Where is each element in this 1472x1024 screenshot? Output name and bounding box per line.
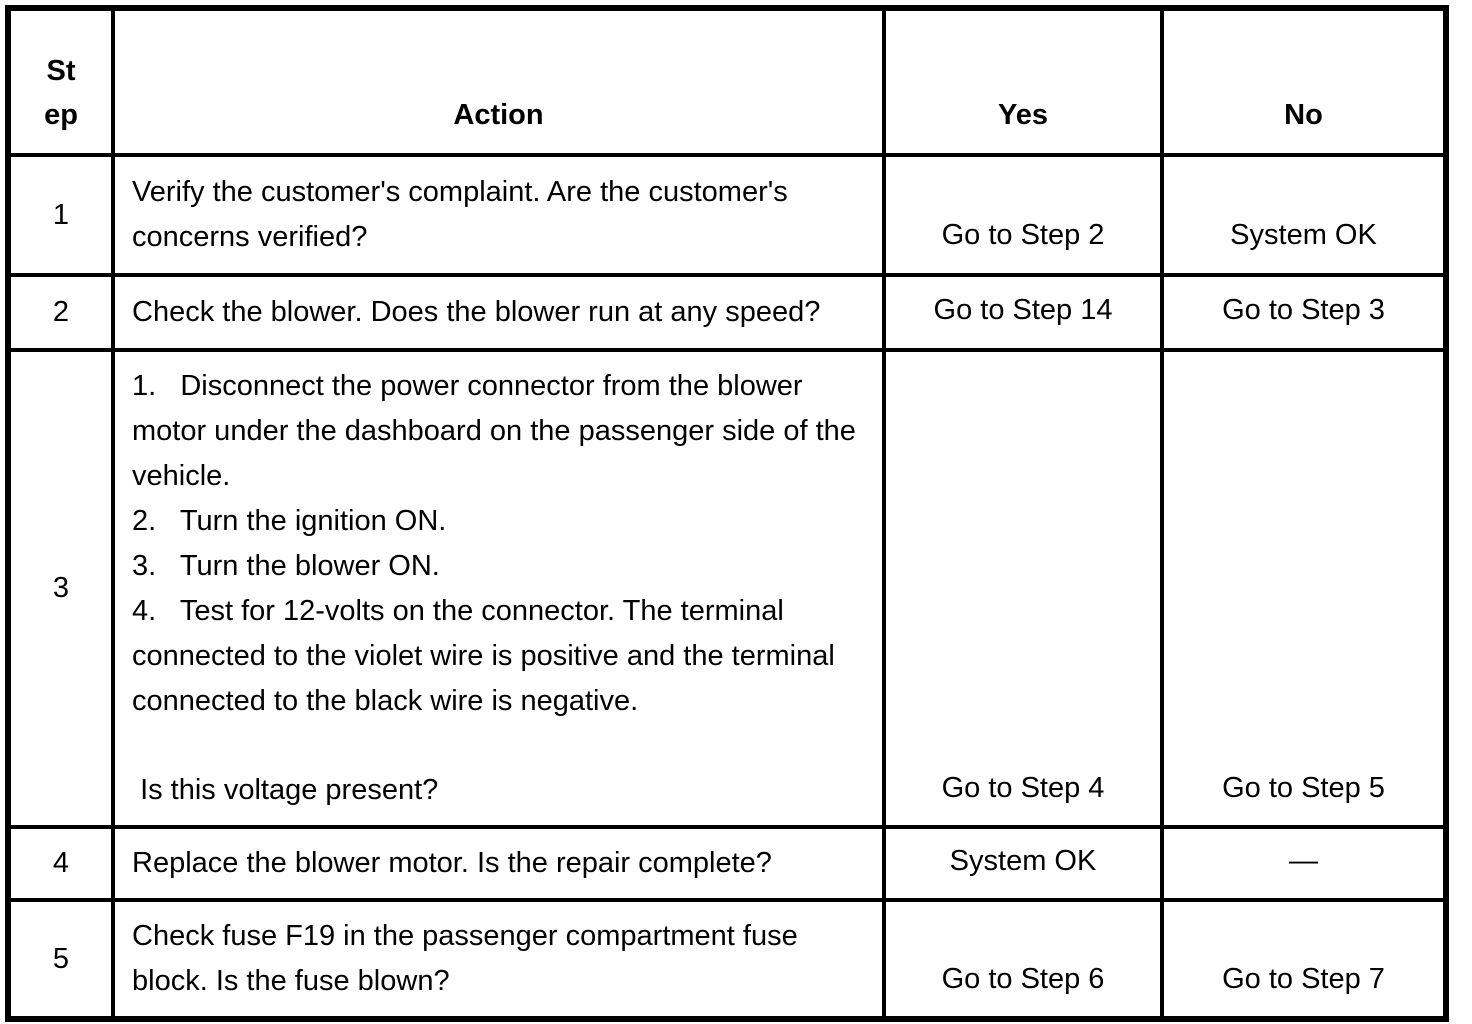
action-cell: Check fuse F19 in the passenger compartm… (111, 898, 886, 1022)
table-row: 4 Replace the blower motor. Is the repai… (6, 825, 1448, 903)
header-action: Action (111, 6, 886, 157)
table-header-row: St ep Action Yes No (6, 6, 1448, 157)
no-cell: Go to Step 7 (1160, 898, 1448, 1022)
yes-cell: Go to Step 6 (882, 898, 1164, 1022)
action-cell: Verify the customer's complaint. Are the… (111, 153, 886, 277)
action-cell: Replace the blower motor. Is the repair … (111, 825, 886, 903)
step-cell: 1 (6, 153, 115, 277)
header-yes: Yes (882, 6, 1164, 157)
no-cell: — (1160, 825, 1448, 903)
step-cell: 3 (6, 347, 115, 830)
header-no: No (1160, 6, 1448, 157)
header-step: St ep (6, 6, 115, 157)
step-cell: 4 (6, 825, 115, 903)
action-cell: Check the blower. Does the blower run at… (111, 273, 886, 352)
table-row: 1 Verify the customer's complaint. Are t… (6, 153, 1448, 277)
no-cell: System OK (1160, 153, 1448, 277)
diagnostic-table: St ep Action Yes No 1 Verify the custome… (5, 5, 1449, 1023)
no-cell: Go to Step 3 (1160, 273, 1448, 352)
no-cell: Go to Step 5 (1160, 347, 1448, 830)
yes-cell: Go to Step 2 (882, 153, 1164, 277)
table-row: 2 Check the blower. Does the blower run … (6, 273, 1448, 352)
step-cell: 5 (6, 898, 115, 1022)
action-cell: 1. Disconnect the power connector from t… (111, 347, 886, 830)
table-row: 3 1. Disconnect the power connector from… (6, 347, 1448, 830)
table-row: 5 Check fuse F19 in the passenger compar… (6, 898, 1448, 1022)
yes-cell: System OK (882, 825, 1164, 903)
step-cell: 2 (6, 273, 115, 352)
yes-cell: Go to Step 4 (882, 347, 1164, 830)
yes-cell: Go to Step 14 (882, 273, 1164, 352)
